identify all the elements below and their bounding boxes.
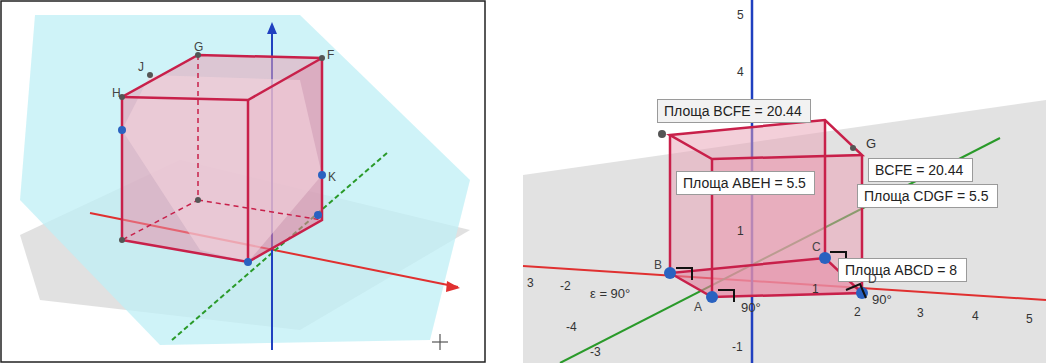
point-label: K bbox=[328, 170, 336, 184]
axis-tick-number: 3 bbox=[527, 276, 534, 290]
measure-label-box: Площа CDGF = 5.5 bbox=[857, 184, 998, 208]
point-label: D bbox=[868, 272, 877, 286]
cube-points bbox=[658, 130, 856, 151]
axis-tick-number: 5 bbox=[737, 8, 744, 22]
point-label: F bbox=[327, 48, 334, 62]
point-label: G bbox=[866, 136, 876, 151]
y-axis bbox=[560, 138, 1000, 363]
axis-tick-number: -4 bbox=[566, 320, 577, 334]
cube-edges bbox=[122, 55, 322, 262]
measure-label-box: Площа ABEH = 5.5 bbox=[676, 171, 815, 195]
point-label: G bbox=[194, 40, 203, 54]
point-label: C bbox=[812, 240, 821, 254]
axis-tick-number: 2 bbox=[854, 305, 861, 319]
axis-tick-number: 4 bbox=[737, 65, 744, 79]
axis-arrow bbox=[446, 281, 460, 292]
point-label: J bbox=[138, 60, 144, 74]
point-label: A bbox=[694, 300, 702, 314]
point-label: H bbox=[112, 86, 121, 100]
measure-text: Площа BCFE = 20.44 bbox=[664, 103, 802, 119]
cube-edges bbox=[670, 120, 862, 297]
axis-tick-number: -1 bbox=[732, 340, 743, 354]
panel-frame bbox=[1, 1, 485, 362]
hidden-edges bbox=[122, 55, 322, 240]
axis-arrow bbox=[267, 22, 277, 34]
measure-text: Площа CDGF = 5.5 bbox=[864, 188, 988, 204]
axis-tick-number: -2 bbox=[560, 279, 571, 293]
axis-tick-number: 5 bbox=[1026, 312, 1033, 326]
cursor-icon bbox=[432, 334, 448, 350]
cube-points bbox=[119, 52, 325, 243]
panel-ground bbox=[523, 0, 1046, 363]
point-label: B bbox=[654, 258, 662, 272]
measure-label-box: Площа BCFE = 20.44 bbox=[657, 99, 811, 123]
section-polygon bbox=[122, 75, 322, 262]
point-label: 90° bbox=[741, 300, 761, 315]
axis-tick-number: 4 bbox=[972, 309, 979, 323]
cube-points bbox=[118, 126, 326, 266]
measure-label-box: Площа ABCD = 8 bbox=[838, 258, 967, 282]
measure-label-box: BCFE = 20.44 bbox=[868, 158, 973, 182]
ground-plane bbox=[523, 100, 1046, 363]
axis-tick-number: 1 bbox=[812, 282, 819, 296]
axis-tick-number: 3 bbox=[917, 306, 924, 320]
cutting-plane bbox=[20, 15, 470, 345]
point-label: 90° bbox=[872, 292, 892, 307]
point-label: ε = 90° bbox=[590, 286, 630, 301]
measure-text: Площа ABEH = 5.5 bbox=[683, 175, 806, 191]
axis-tick-number: -3 bbox=[590, 345, 601, 359]
axis-tick-number: 1 bbox=[737, 224, 744, 238]
measure-text: Площа ABCD = 8 bbox=[845, 262, 957, 278]
measure-text: BCFE = 20.44 bbox=[875, 162, 963, 178]
